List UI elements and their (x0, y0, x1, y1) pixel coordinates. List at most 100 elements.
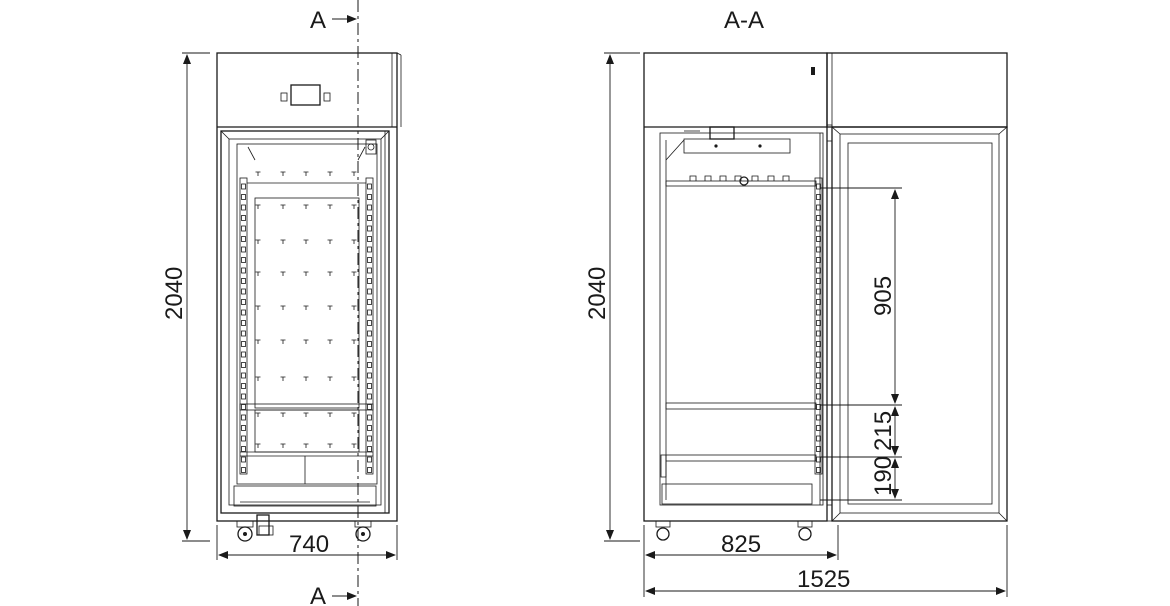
left-rail (239, 177, 248, 475)
rail-slot (367, 246, 372, 253)
section-bottom-tray (661, 483, 813, 505)
rail-slot (816, 425, 821, 431)
section-caster-left-icon (655, 520, 671, 541)
hook-icon (751, 175, 759, 181)
rail-slot (367, 404, 372, 410)
peg-icon (327, 171, 333, 176)
bottom-tray (233, 485, 377, 507)
peg-icon (303, 239, 309, 244)
peg-icon (351, 171, 357, 176)
rail-slot (816, 194, 821, 200)
peg-icon (303, 376, 309, 381)
rail-slot (816, 341, 821, 347)
peg-icon (351, 204, 357, 209)
peg-icon (280, 339, 286, 344)
peg-icon (327, 339, 333, 344)
rail-slot (367, 278, 372, 284)
peg-icon (327, 305, 333, 310)
rail-slot (241, 215, 246, 221)
height-label: 2040 (161, 267, 188, 320)
depth-label: 825 (721, 531, 761, 558)
rail-slot (367, 393, 372, 400)
rail-slot (367, 351, 372, 358)
rail-slot (816, 225, 821, 232)
rail-slot (241, 267, 246, 274)
rail-slot (367, 372, 372, 379)
peg-icon (351, 376, 357, 381)
evaporator-unit (665, 126, 791, 161)
peg-icon (351, 412, 357, 417)
rail-slot (816, 299, 821, 305)
peg-icon (280, 412, 286, 417)
rail-slot (367, 456, 372, 463)
peg-icon (255, 443, 261, 448)
hook-icon (704, 175, 712, 181)
peg-icon (280, 376, 286, 381)
rail-slot (816, 288, 821, 295)
peg-icon (303, 271, 309, 276)
rail-slot (367, 194, 372, 200)
peg-icon (280, 271, 286, 276)
rail-slot (241, 278, 246, 284)
rail-slot (241, 183, 246, 190)
peg-icon (255, 339, 261, 344)
rail-slot (241, 414, 246, 421)
peg-icon (351, 339, 357, 344)
rail-slot (241, 467, 246, 473)
rail-slot (241, 362, 246, 368)
peg-icon (255, 239, 261, 244)
section-title: A-A (724, 7, 764, 34)
rail-slot (816, 236, 821, 242)
rail-slot (241, 204, 246, 211)
peg-icon (327, 376, 333, 381)
rail-slot (241, 425, 246, 431)
peg-icon (303, 171, 309, 176)
peg-icon (351, 271, 357, 276)
rail-slot (241, 404, 246, 410)
rail-slot (367, 215, 372, 221)
rail-slot (367, 467, 372, 473)
door-hinge-icon (365, 139, 377, 155)
rail-slot (367, 257, 372, 263)
section-height-label: 2040 (584, 267, 611, 320)
rail-slot (367, 414, 372, 421)
section-marker-top: A (310, 7, 326, 34)
rail-slot (816, 246, 821, 253)
rail-slot (241, 288, 246, 295)
rail-slot (816, 215, 821, 221)
caster-center-icon (256, 514, 274, 536)
rail-slot (241, 351, 246, 358)
rail-slot (816, 372, 821, 379)
peg-icon (303, 443, 309, 448)
rail-slots (241, 183, 372, 473)
caster-right-icon (354, 520, 372, 542)
section-view: A-A (584, 7, 1008, 597)
rail-slot (367, 446, 372, 452)
rail-slot (816, 393, 821, 400)
peg-icon (255, 204, 261, 209)
rail-slot (367, 183, 372, 190)
rail-slot (816, 257, 821, 263)
rail-slot (816, 467, 821, 473)
width-label: 740 (289, 531, 329, 558)
rail-slot (816, 183, 821, 190)
rail-slot (241, 383, 246, 389)
back-panel (254, 197, 360, 409)
rail-slot (816, 204, 821, 211)
section-interior (659, 132, 824, 506)
peg-icon (280, 305, 286, 310)
lower-gap-label: 215 (870, 411, 897, 451)
rail-slot (367, 204, 372, 211)
peg-icon (255, 376, 261, 381)
rail-slot (241, 225, 246, 232)
rail-slot (367, 288, 372, 295)
peg-grid (255, 171, 357, 448)
peg-icon (327, 412, 333, 417)
bottom-gap-label: 190 (870, 456, 897, 496)
peg-icon (303, 412, 309, 417)
peg-icon (280, 443, 286, 448)
display-screen (290, 84, 321, 106)
rail-slot (367, 435, 372, 442)
rail-slot (816, 278, 821, 284)
peg-icon (327, 204, 333, 209)
